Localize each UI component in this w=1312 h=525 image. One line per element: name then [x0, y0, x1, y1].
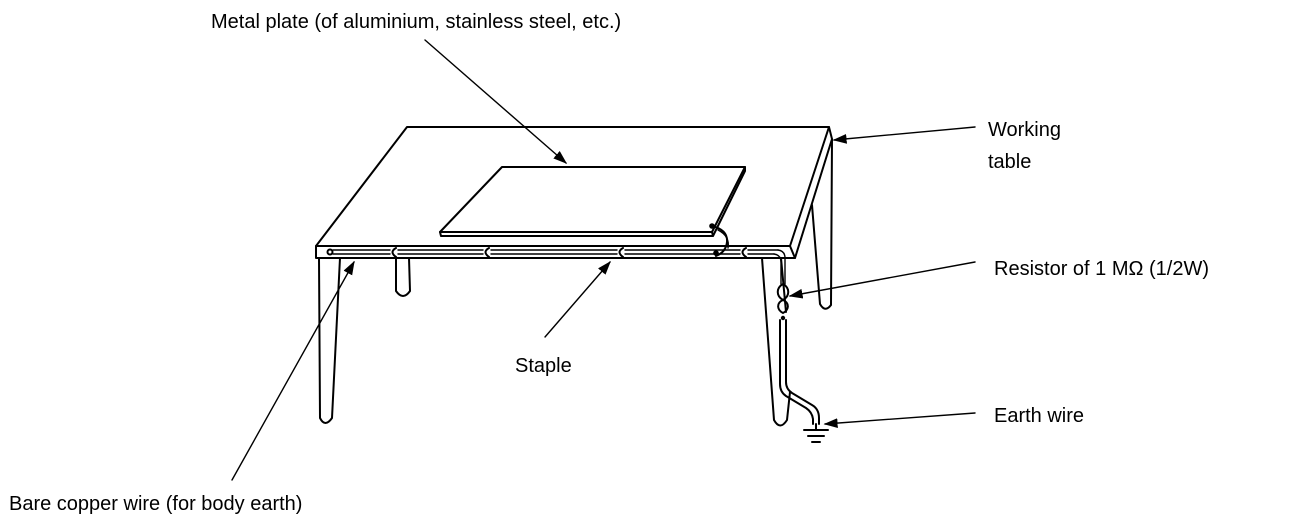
metal-plate — [439, 166, 746, 257]
label-working-table-line2: table — [988, 151, 1031, 173]
working-table-leader — [832, 126, 976, 144]
resistor-body-lower — [777, 299, 789, 314]
label-bare-copper-wire: Bare copper wire (for body earth) — [9, 493, 302, 515]
metal-plate-top — [439, 166, 746, 233]
label-resistor: Resistor of 1 MΩ (1/2W) — [994, 258, 1209, 280]
table-front-apron — [315, 245, 796, 259]
staple-3 — [618, 247, 624, 258]
copper-wire-down-outer — [777, 249, 786, 285]
label-metal-plate: Metal plate (of aluminium, stainless ste… — [211, 11, 621, 33]
front-right-leg — [761, 257, 791, 427]
plate-lead-wire — [711, 225, 729, 257]
staple-leader — [544, 260, 611, 338]
front-left-leg — [318, 257, 341, 424]
metal-plate-edge — [439, 166, 746, 237]
label-working-table-line1: Working — [988, 119, 1061, 141]
wire-end-terminal — [326, 248, 334, 256]
ground-symbol — [803, 423, 829, 443]
staple-2 — [484, 247, 490, 258]
plate-lead-wire-inner — [717, 229, 729, 249]
table-top-right-edge — [794, 126, 833, 259]
earth-wire-inner — [785, 319, 820, 425]
table-top — [315, 126, 830, 247]
back-right-leg — [811, 138, 833, 310]
bare-copper-wire — [326, 247, 786, 285]
earth-wire-leader — [823, 412, 976, 428]
staple-1 — [391, 247, 397, 258]
earth-wire — [779, 319, 829, 443]
label-staple: Staple — [515, 355, 572, 377]
copper-wire-down-inner — [773, 253, 782, 285]
resistor — [776, 283, 790, 321]
wire-junction — [713, 250, 719, 256]
metal-plate-leader — [424, 39, 568, 164]
working-table — [315, 126, 833, 427]
staple-4 — [741, 247, 747, 258]
back-left-leg — [395, 257, 411, 297]
resistor-leader — [788, 261, 976, 299]
label-earth-wire: Earth wire — [994, 405, 1084, 427]
resistor-lead — [780, 315, 786, 321]
earth-wire-outer — [779, 319, 814, 425]
bare-copper-wire-leader — [231, 260, 355, 481]
